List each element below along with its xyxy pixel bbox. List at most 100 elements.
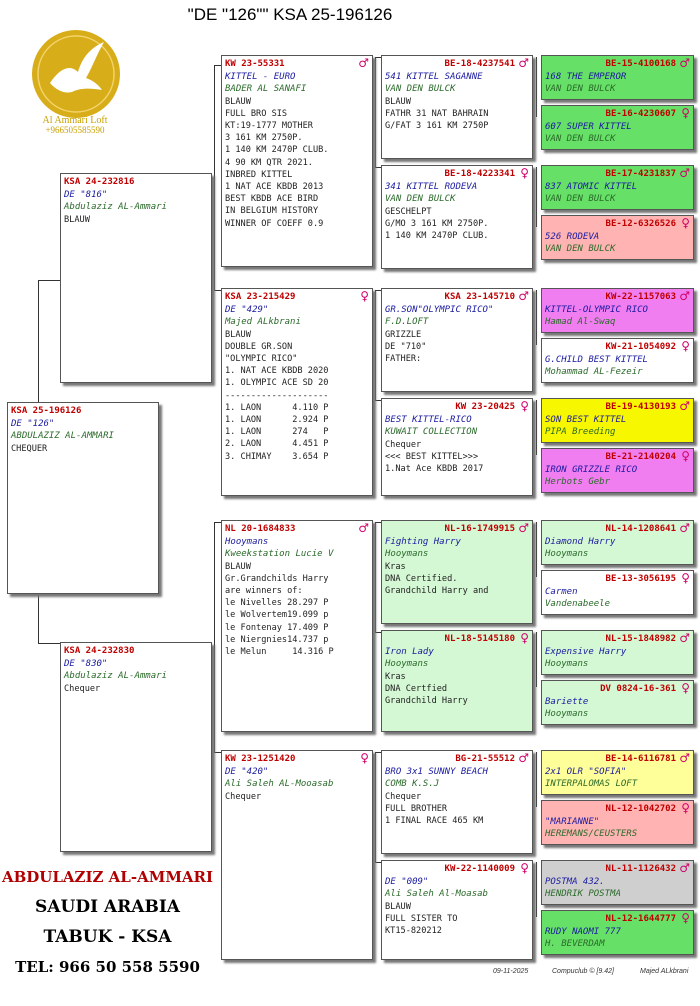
male-icon: ♂ (679, 751, 690, 765)
author-credit: Majed ALkbrani (640, 968, 689, 975)
ring-number: BE-18-4223341 (444, 169, 515, 179)
note-line: FULL BROTHER (385, 803, 448, 814)
note-line: FATHER: (385, 353, 422, 364)
pigeon-name: 526 RODEVA (545, 231, 600, 242)
note-line: 2. LAON 4.451 P (225, 439, 329, 450)
male-icon: ♂ (679, 521, 690, 535)
ring-number: BE-14-6116781 (605, 754, 676, 764)
ring-number: NL-14-1208641 (605, 524, 676, 534)
pigeon-owner: VAN DEN BULCK (385, 84, 456, 94)
pigeon-owner: ABDULAZIZ AL-AMMARI (11, 431, 114, 441)
female-icon: ♀ (681, 449, 690, 463)
note-line: <<< BEST KITTEL>>> (385, 451, 479, 462)
pigeon-name: DE "816" (64, 189, 108, 200)
female-icon: ♀ (681, 106, 690, 120)
pigeon-card-gen5[interactable]: NL-11-1126432♂POSTMA 432.HENDRIK POSTMA (541, 860, 694, 905)
note-line: le Niergnies14.737 p (225, 634, 329, 645)
pigeon-name: 168 THE EMPEROR (545, 71, 627, 82)
note-line: FULL SISTER TO (385, 913, 458, 924)
pigeon-card-gen4[interactable]: KW-22-1140009♀DE "009"Ali Saleh Al-Moasa… (381, 860, 533, 960)
male-icon: ♂ (518, 289, 529, 303)
logo-name: Al Ammari Loft (42, 115, 108, 126)
pigeon-card-gen5[interactable]: NL-12-1042702♀"MARIANNE"HEREMANS/CEUSTER… (541, 800, 694, 845)
pigeon-name: Iron Lady (385, 646, 434, 657)
male-icon: ♂ (679, 289, 690, 303)
note-line: 1. LAON 4.110 P (225, 402, 329, 413)
connector-line (214, 220, 215, 290)
pigeon-name: Bariette (545, 696, 589, 707)
pigeon-notes: Chequer (64, 683, 208, 695)
note-line: 1 140 KM 2470P CLUB. (385, 230, 489, 241)
pigeon-owner: Hooymans (385, 549, 429, 559)
owner-name: ABDULAZIZ AL-AMMARI (1, 868, 214, 886)
pigeon-owner: Kweekstation Lucie V (225, 549, 334, 559)
connector-line (38, 280, 39, 402)
owner-country: SAUDI ARABIA (35, 897, 180, 917)
pigeon-owner: COMB K.S.J (385, 779, 440, 789)
pigeon-owner: INTERPALOMAS LOFT (545, 779, 638, 789)
female-icon: ♀ (520, 399, 529, 413)
pigeon-card-gen4[interactable]: KSA 23-145710♂GR.SON"OLYMPIC RICO"F.D.LO… (381, 288, 533, 392)
pigeon-card-gen4[interactable]: BE-18-4223341♀341 KITTEL RODEVA VAN DEN … (381, 165, 533, 269)
pigeon-name: 607 SUPER KITTEL (545, 121, 632, 132)
note-line: Grandchild Harry (385, 695, 468, 706)
ring-number: NL 20-1684833 (225, 524, 296, 534)
note-line: Chequer (64, 683, 101, 694)
note-line: FULL BRO SIS (225, 108, 288, 119)
connector-line (214, 522, 215, 752)
note-line: 4 90 KM QTR 2021. (225, 157, 313, 168)
female-icon: ♀ (520, 861, 529, 875)
pigeon-owner: KUWAIT COLLECTION (385, 427, 478, 437)
female-icon: ♀ (360, 289, 369, 303)
pigeon-card-granddam-maternal[interactable]: KW 23-1251420♀DE "420"Ali Saleh AL-Mooas… (221, 750, 373, 960)
male-icon: ♂ (679, 861, 690, 875)
ring-number: KSA 24-232816 (64, 177, 135, 187)
note-line: BLAUW (385, 901, 411, 912)
ring-number: KSA 23-215429 (225, 292, 296, 302)
page-title: "DE "126"" KSA 25-196126 (187, 5, 393, 24)
pigeon-owner: HEREMANS/CEUSTERS (545, 829, 638, 839)
connector-line (536, 522, 537, 577)
note-line: IN BELGIUM HISTORY (225, 206, 319, 217)
pigeon-card-gen5[interactable]: BE-14-6116781♂2x1 OLR "SOFIA"INTERPALOMA… (541, 750, 694, 795)
connector-line (375, 522, 381, 523)
note-line: Chequer (225, 791, 262, 802)
note-line: are winners of: (225, 585, 303, 596)
pigeon-name: 541 KITTEL SAGANNE (385, 71, 483, 82)
pigeon-owner: PIPA Breeding (545, 427, 616, 437)
male-icon: ♂ (358, 521, 369, 535)
female-icon: ♀ (681, 801, 690, 815)
male-icon: ♂ (518, 521, 529, 535)
print-date: 09-11-2025 (493, 968, 529, 975)
